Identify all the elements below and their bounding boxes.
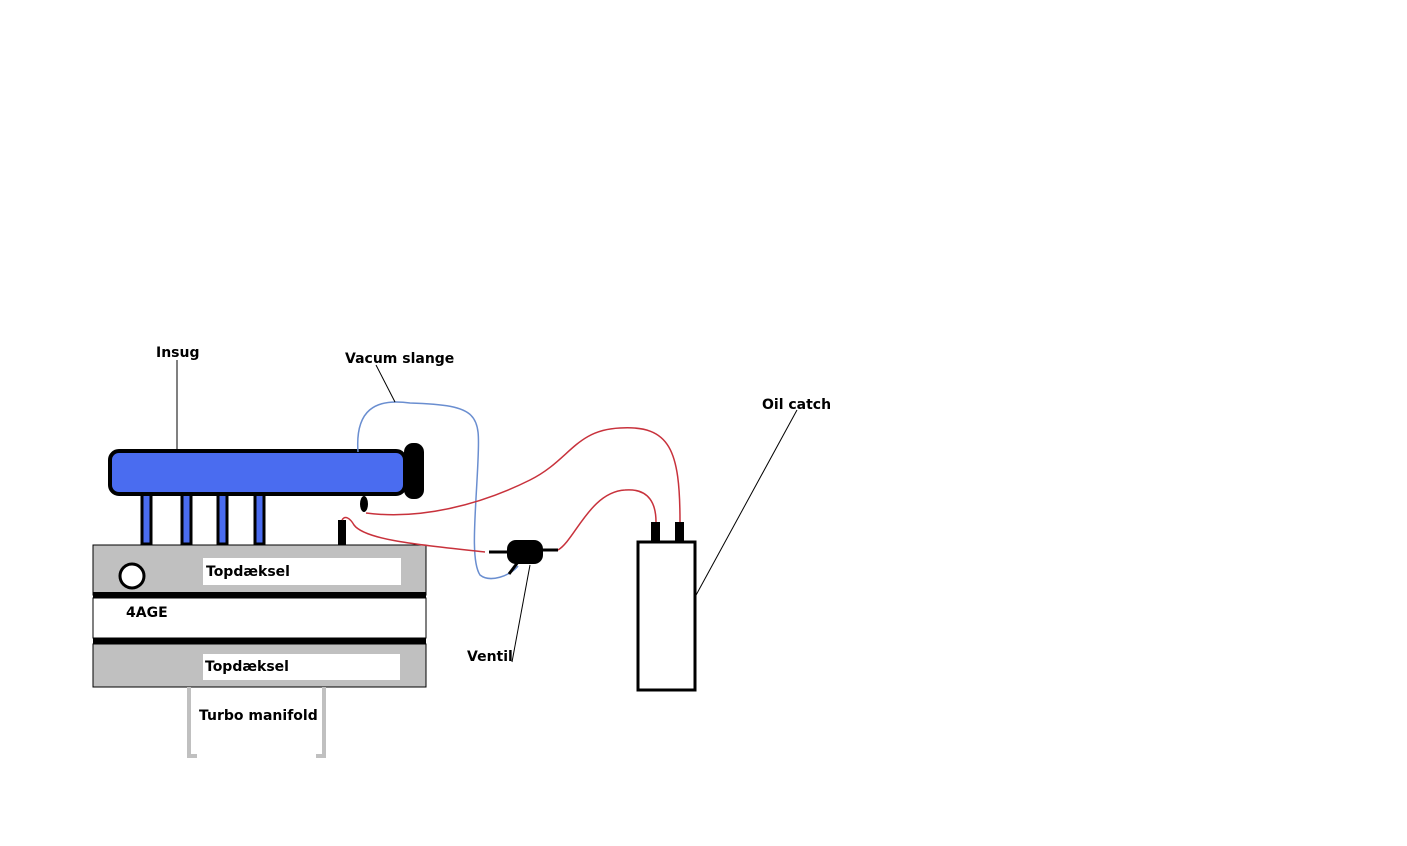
turbo-manifold-label: Turbo manifold [199, 708, 318, 724]
intake-runners [140, 490, 266, 546]
vacuum-nipple [360, 496, 368, 512]
topdaeksel-upper-label-box [203, 558, 401, 585]
oil-catch-leader [694, 409, 798, 598]
pcv-valve-arrow [507, 561, 520, 575]
intake-runner-3 [216, 490, 229, 546]
topdaeksel-upper-label: Topdæksel [206, 564, 290, 580]
oil-filler-cap-icon [118, 562, 146, 590]
engine-lower-divider [93, 638, 426, 644]
intake-runner-2 [180, 490, 193, 546]
oil-catch-can [636, 522, 697, 692]
callout-lines [176, 360, 798, 663]
ventil-leader [511, 564, 531, 663]
engine-label: 4AGE [126, 605, 168, 621]
intake-runner-4 [253, 490, 266, 546]
breather-pipe [338, 520, 346, 545]
oil-catch-label: Oil catch [762, 397, 831, 413]
vacum-slange-leader [375, 364, 396, 403]
ventil-label: Ventil [467, 649, 513, 665]
pcv-valve [489, 540, 558, 575]
red-hose-breather-to-valve [341, 516, 486, 553]
engine-block: Topdæksel 4AGE Topdæksel [92, 544, 427, 688]
vacuum-hose [356, 401, 519, 580]
oil-catch-outlet-port [675, 522, 684, 543]
hoses [341, 401, 681, 580]
red-hose-valve-to-oil-catch-inlet [557, 489, 657, 551]
intake-runner-1 [140, 490, 153, 546]
engine-upper-divider [93, 592, 426, 598]
intake-manifold [108, 443, 424, 512]
red-hose-to-oil-catch-outlet [365, 427, 681, 523]
insug-label: Insug [156, 345, 200, 361]
topdaeksel-lower-label-box [203, 654, 400, 680]
turbo-manifold-bracket [187, 687, 326, 758]
vacum-slange-label: Vacum slange [345, 351, 454, 367]
topdaeksel-lower-label: Topdæksel [205, 659, 289, 675]
oil-catch-inlet-port [651, 522, 660, 543]
pcv-valve-body [507, 540, 543, 564]
engine-middle-section [92, 597, 427, 639]
intake-plenum [108, 449, 407, 496]
throttle-body-cap [404, 443, 424, 499]
oil-catch-body [636, 540, 697, 692]
turbo-manifold: Turbo manifold [187, 687, 326, 758]
